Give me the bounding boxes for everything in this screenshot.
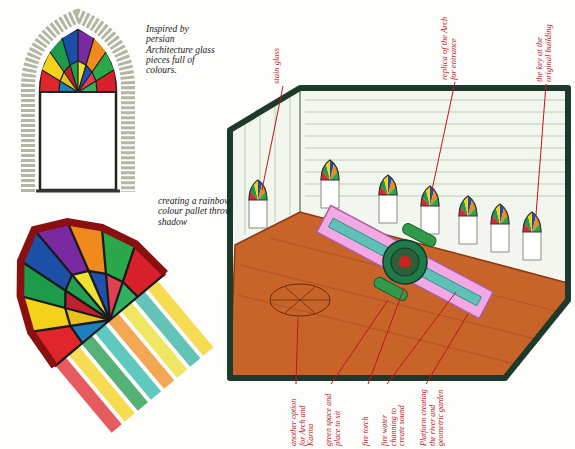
room-sketch-part (379, 175, 397, 223)
persian-arch-part (36, 190, 120, 193)
room-sketch-part-part (305, 184, 565, 185)
platform-part (386, 243, 424, 281)
platform-part (317, 206, 494, 319)
annotation-note: fire water channing to create sound (381, 388, 407, 446)
leader-lines (262, 82, 546, 384)
room-sketch-part (321, 160, 339, 208)
platform (307, 187, 503, 337)
room-sketch (230, 88, 568, 378)
rainbow-fan-part (0, 183, 165, 366)
annotation-note: green space and place to sit (325, 388, 342, 446)
persian-arch-part (40, 91, 116, 93)
annotation-note: stain glass (272, 46, 281, 84)
platform-part (397, 254, 413, 270)
room-sketch-part-part (305, 124, 565, 125)
persian-arch-part (28, 16, 128, 192)
leader-lines-part (432, 82, 455, 190)
platform-part (328, 218, 481, 306)
leader-lines-part (387, 292, 456, 384)
room-sketch-part (245, 98, 565, 235)
room-sketch-part-part (305, 112, 565, 113)
room-sketch-part (299, 88, 301, 212)
annotation-note: Inspired by persian Architecture glass p… (146, 24, 218, 75)
room-sketch-part-part (305, 172, 565, 173)
leader-lines-part (296, 318, 298, 384)
rainbow-fan-part (0, 183, 165, 366)
room-sketch-part (285, 287, 315, 313)
room-sketch-part-part (245, 125, 246, 235)
annotation-note: Platform creating the river and geometri… (420, 388, 446, 446)
platform-part (375, 232, 435, 292)
persian-arch-part (40, 30, 116, 190)
room-sketch-part (459, 196, 477, 244)
room-sketch-part-part (290, 98, 291, 215)
persian-arch (28, 16, 128, 192)
room-sketch-part (491, 204, 509, 252)
room-sketch-part-part (305, 148, 565, 149)
annotation-note: creating a rainbow colour pallet throw s… (158, 196, 236, 227)
room-sketch-part (523, 212, 541, 260)
room-sketch-part (270, 284, 330, 316)
room-sketch-part-part (305, 100, 565, 101)
annotation-note: fire torch (362, 388, 371, 446)
persian-arch-part (40, 30, 116, 92)
annotation-note: replica of the Arch for entrance (440, 10, 458, 80)
leader-lines-part (368, 288, 404, 384)
leader-lines-part (331, 300, 388, 384)
room-sketch-part-part (305, 136, 565, 137)
room-sketch-part (230, 212, 568, 378)
room-sketch-part (285, 287, 315, 313)
leader-lines-part (536, 84, 546, 215)
leader-lines-part (426, 314, 468, 384)
room-sketch-part (421, 186, 439, 234)
annotation-note: another option for Arch and Karma (290, 388, 316, 446)
rainbow-fan-part-part (152, 285, 208, 352)
room-sketch-part (230, 88, 568, 378)
leader-lines-part (262, 86, 283, 190)
room-sketch-part (249, 180, 267, 228)
room-sketch-part-part (305, 160, 565, 161)
annotation-note: the key at the original building (535, 10, 553, 82)
rainbow-fan (0, 183, 221, 433)
